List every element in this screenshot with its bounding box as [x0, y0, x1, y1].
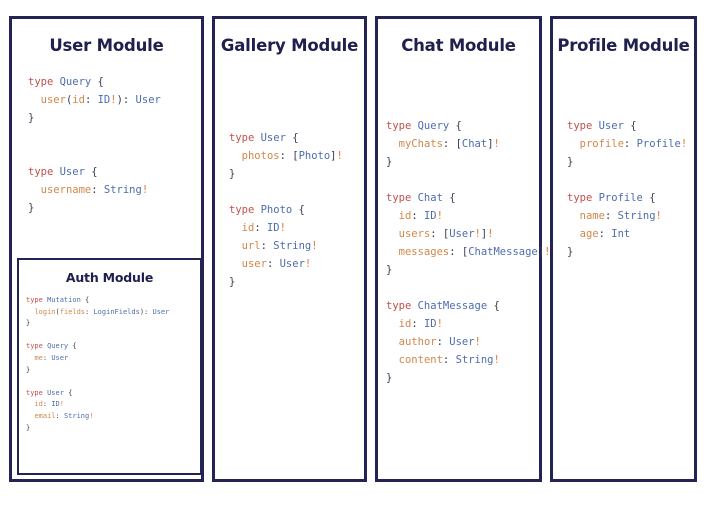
code-line: user(id: ID!): User [40, 94, 161, 106]
code-line: type Query { [386, 120, 462, 132]
module-card-gallery[interactable]: Gallery Module type User { photos: [Phot… [212, 16, 367, 482]
schema-code-gallery: type User { photos: [Photo]!} type Photo… [229, 129, 364, 291]
code-line [567, 171, 694, 189]
code-line: type Profile { [567, 192, 656, 204]
code-line: } [26, 365, 31, 374]
code-line [28, 145, 201, 163]
module-card-auth[interactable]: Auth Module type Mutation { login(fields… [17, 258, 202, 475]
schema-code-auth: type Mutation { login(fields: LoginField… [26, 295, 200, 434]
schema-code-chat: type Query { myChats: [Chat]!} type Chat… [386, 117, 551, 387]
code-line: } [28, 202, 35, 214]
code-line: type Mutation { [26, 296, 90, 304]
code-line: myChats: [Chat]! [398, 138, 500, 150]
code-line: type ChatMessage { [386, 300, 500, 312]
code-line: type User { [26, 388, 73, 397]
code-line: } [26, 423, 31, 432]
code-line: id: ID! [398, 210, 443, 222]
module-title-gallery: Gallery Module [220, 36, 359, 55]
module-title-profile: Profile Module [557, 36, 690, 55]
code-line: login(fields: LoginFields): User [34, 307, 170, 316]
code-line: } [386, 156, 393, 168]
module-title-user: User Module [49, 36, 164, 55]
code-line [28, 127, 201, 145]
code-line: type User { [229, 132, 299, 144]
module-card-profile[interactable]: Profile Module type User { profile: Prof… [550, 16, 697, 482]
module-title-auth: Auth Module [65, 270, 154, 285]
schema-code-user: type Query { user(id: ID!): User} type U… [28, 73, 201, 217]
code-line: user: User! [241, 258, 312, 270]
code-line: } [567, 246, 574, 258]
code-line: type Query { [26, 342, 77, 351]
module-card-chat[interactable]: Chat Module type Query { myChats: [Chat]… [375, 16, 551, 482]
code-line: profile: Profile! [579, 138, 688, 150]
code-line: } [386, 264, 393, 276]
code-line: } [567, 156, 574, 168]
code-line: age: Int [579, 228, 631, 240]
code-line: } [229, 168, 236, 180]
code-line: } [386, 372, 393, 384]
code-line: author: User! [398, 336, 481, 348]
code-line [26, 376, 200, 388]
code-line: email: String! [34, 411, 94, 420]
code-line: type User { [28, 166, 98, 178]
code-line: id: ID! [34, 400, 64, 409]
code-line: } [229, 276, 236, 288]
schema-code-profile: type User { profile: Profile!} type Prof… [567, 117, 694, 261]
code-line: content: String! [398, 354, 500, 366]
code-line [229, 183, 364, 201]
code-line: me: User [34, 353, 69, 362]
code-line: type User { [567, 120, 637, 132]
code-line: id: ID! [241, 222, 286, 234]
code-line [386, 171, 539, 189]
code-line: type Chat { [386, 192, 456, 204]
code-line: name: String! [579, 210, 662, 222]
code-line: messages: [ChatMessage]! [398, 246, 551, 258]
code-line: type Query { [28, 76, 104, 88]
code-line [386, 279, 539, 297]
code-line: } [28, 112, 35, 124]
module-title-chat: Chat Module [401, 36, 516, 55]
module-card-user[interactable]: User Module type Query { user(id: ID!): … [9, 16, 204, 482]
code-line: id: ID! [398, 318, 443, 330]
code-line: username: String! [40, 184, 149, 196]
code-line: photos: [Photo]! [241, 150, 343, 162]
code-line: url: String! [241, 240, 318, 252]
code-line: } [26, 319, 31, 328]
code-line [26, 330, 200, 342]
code-line: type Photo { [229, 204, 305, 216]
code-line: users: [User!]! [398, 228, 494, 240]
